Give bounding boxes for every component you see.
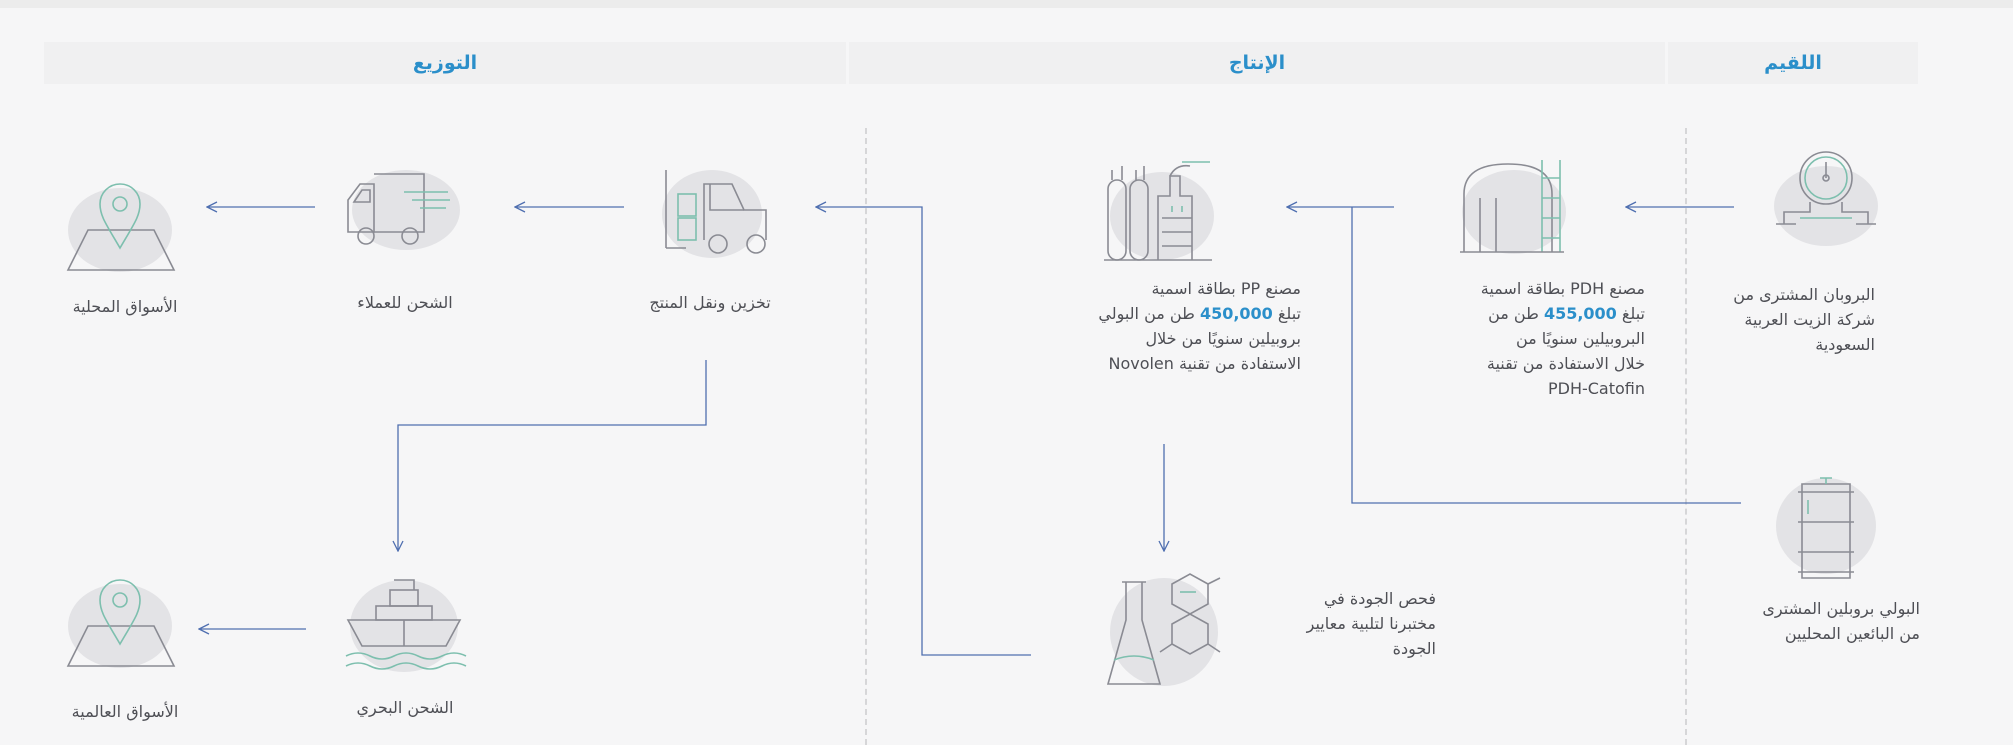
lab-flask-icon <box>1100 568 1230 698</box>
map-pin-icon-global <box>62 572 182 672</box>
customer-shipping-label: الشحن للعملاء <box>357 293 453 312</box>
factory-icon <box>1100 156 1230 268</box>
pp-plant-line2-pre: تبلغ <box>1277 304 1301 323</box>
pdh-plant-line1: مصنع PDH بطاقة اسمية <box>1480 279 1645 298</box>
pp-plant-line3: بروبيلين سنويًا من خلال <box>1145 329 1302 348</box>
pp-plant-line4: الاستفادة من تقنية Novolen <box>1108 354 1301 373</box>
pressure-gauge-icon <box>1766 138 1886 258</box>
barrel-icon <box>1764 464 1884 584</box>
propane-label-line2: شركة الزيت العربية <box>1744 310 1875 329</box>
pp-plant-line1: مصنع PP بطاقة اسمية <box>1151 279 1301 298</box>
stage-title-distribution: التوزيع <box>412 52 478 74</box>
bought-polypropylene-line2: من البائعين المحليين <box>1784 624 1920 643</box>
stage-title-feedstock: اللقيم <box>1764 52 1822 74</box>
quality-check-label: فحص الجودة في مختبرنا لتلبية معايير الجو… <box>1307 586 1436 661</box>
pdh-plant-line2-post: طن من <box>1488 304 1539 323</box>
stage-header-production: الإنتاج <box>849 42 1665 84</box>
pp-plant-label: مصنع PP بطاقة اسمية تبلغ 450,000 طن من ا… <box>1098 276 1301 376</box>
storage-tank-icon <box>1456 154 1576 264</box>
map-pin-icon-local <box>62 176 182 276</box>
stage-divider-feedstock <box>1685 128 1687 745</box>
arrow-bought-pp-to-pp <box>1351 207 1741 504</box>
pdh-plant-line5: PDH-Catofin <box>1547 379 1645 398</box>
quality-check-line1: فحص الجودة في <box>1323 589 1436 608</box>
delivery-truck-icon <box>340 166 470 256</box>
pdh-plant-line3: البروبيلين سنويًا من <box>1515 329 1645 348</box>
bought-polypropylene-line1: البولي بروبلين المشترى <box>1762 599 1920 618</box>
stage-header-distribution: التوزيع <box>44 42 846 84</box>
bought-polypropylene-label: البولي بروبلين المشترى من البائعين المحل… <box>1762 596 1920 646</box>
stage-header-feedstock: اللقيم <box>1668 42 1918 84</box>
quality-check-line3: الجودة <box>1392 639 1436 658</box>
pp-plant-line2: تبلغ 450,000 طن من البولي <box>1098 301 1301 326</box>
global-markets-label: الأسواق العالمية <box>71 702 179 721</box>
quality-check-line2: مختبرنا لتلبية معايير <box>1306 614 1436 633</box>
pdh-plant-line2: تبلغ 455,000 طن من <box>1481 301 1645 326</box>
arrow-quality-to-storage <box>816 207 1031 656</box>
pdh-plant-line4: خلال الاستفادة من تقنية <box>1486 354 1645 373</box>
sea-shipping-label: الشحن البحري <box>356 698 454 717</box>
stage-divider-distribution <box>865 128 867 745</box>
pp-plant-capacity: 450,000 <box>1199 304 1273 323</box>
forklift-icon <box>660 164 780 264</box>
cargo-ship-icon <box>338 576 468 676</box>
propane-label: البروبان المشترى من شركة الزيت العربية ا… <box>1733 282 1875 357</box>
propane-label-line1: البروبان المشترى من <box>1733 285 1875 304</box>
stage-title-production: الإنتاج <box>1228 52 1286 74</box>
local-markets-label: الأسواق المحلية <box>72 297 178 316</box>
arrow-storage-to-ship <box>398 360 707 551</box>
propane-label-line3: السعودية <box>1815 335 1875 354</box>
pdh-plant-capacity: 455,000 <box>1543 304 1617 323</box>
pdh-plant-line2-pre: تبلغ <box>1621 304 1645 323</box>
storage-label: تخزين ونقل المنتج <box>649 293 771 312</box>
pdh-plant-label: مصنع PDH بطاقة اسمية تبلغ 455,000 طن من … <box>1481 276 1645 401</box>
pp-plant-line2-post: طن من البولي <box>1098 304 1195 323</box>
